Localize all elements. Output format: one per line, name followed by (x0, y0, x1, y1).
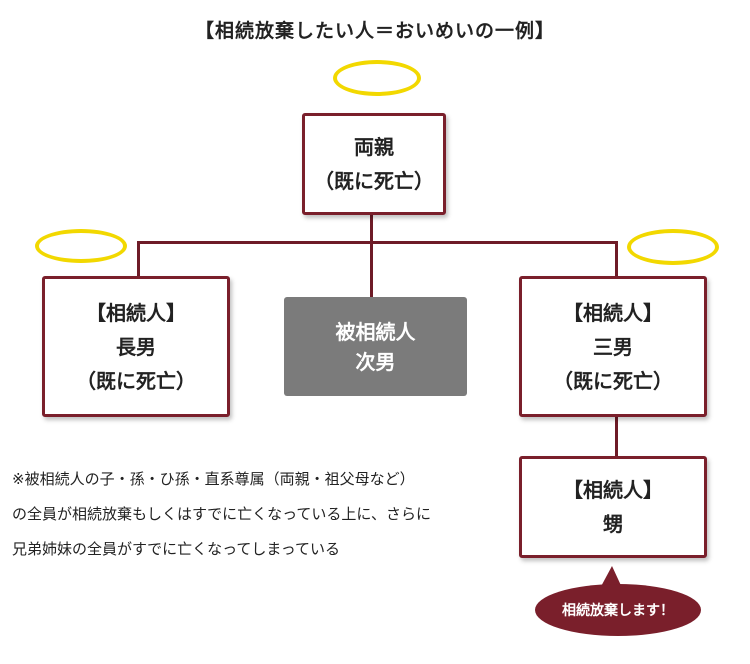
parents-status: （既に死亡） (314, 169, 434, 193)
nephew-role: 【相続人】 (563, 478, 663, 502)
deceased-label: 次男 (355, 349, 396, 374)
nephew-connector (615, 416, 618, 458)
eldest-son-halo (35, 229, 127, 263)
note-line-1: ※被相続人の子・孫・ひ孫・直系尊属（両親・祖父母など） (12, 470, 415, 488)
third-son-node: 【相続人】 三男 （既に死亡） (519, 276, 707, 417)
deceased-role: 被相続人 (335, 319, 416, 344)
third-son-status: （既に死亡） (553, 368, 673, 393)
eldest-son-role: 【相続人】 (86, 300, 186, 325)
diagram-title: 【相続放棄したい人＝おいめいの一例】 (194, 20, 555, 42)
deceased-node: 被相続人 次男 (284, 297, 467, 396)
nephew-node: 【相続人】 甥 (519, 456, 707, 558)
siblings-connector (137, 241, 618, 244)
parents-halo (333, 60, 421, 96)
eldest-son-status: （既に死亡） (76, 368, 196, 393)
deceased-connector (370, 241, 373, 298)
parents-connector (370, 214, 373, 242)
renunciation-bubble: 相続放棄します！ (535, 584, 701, 636)
third-son-connector (615, 241, 618, 278)
parents-label: 両親 (354, 135, 394, 159)
third-son-halo (627, 229, 719, 265)
eldest-son-node: 【相続人】 長男 （既に死亡） (42, 276, 230, 417)
eldest-son-label: 長男 (116, 334, 156, 359)
eldest-son-connector (137, 241, 140, 278)
third-son-label: 三男 (593, 334, 633, 359)
parents-node: 両親 （既に死亡） (302, 113, 446, 215)
note-line-2: の全員が相続放棄もしくはすでに亡くなっている上に、さらに (12, 505, 431, 523)
nephew-label: 甥 (603, 512, 623, 536)
third-son-role: 【相続人】 (563, 300, 663, 325)
note-line-3: 兄弟姉妹の全員がすでに亡くなってしまっている (12, 540, 341, 558)
explanation-note: ※被相続人の子・孫・ひ孫・直系尊属（両親・祖父母など） の全員が相続放棄もしくは… (12, 462, 431, 567)
